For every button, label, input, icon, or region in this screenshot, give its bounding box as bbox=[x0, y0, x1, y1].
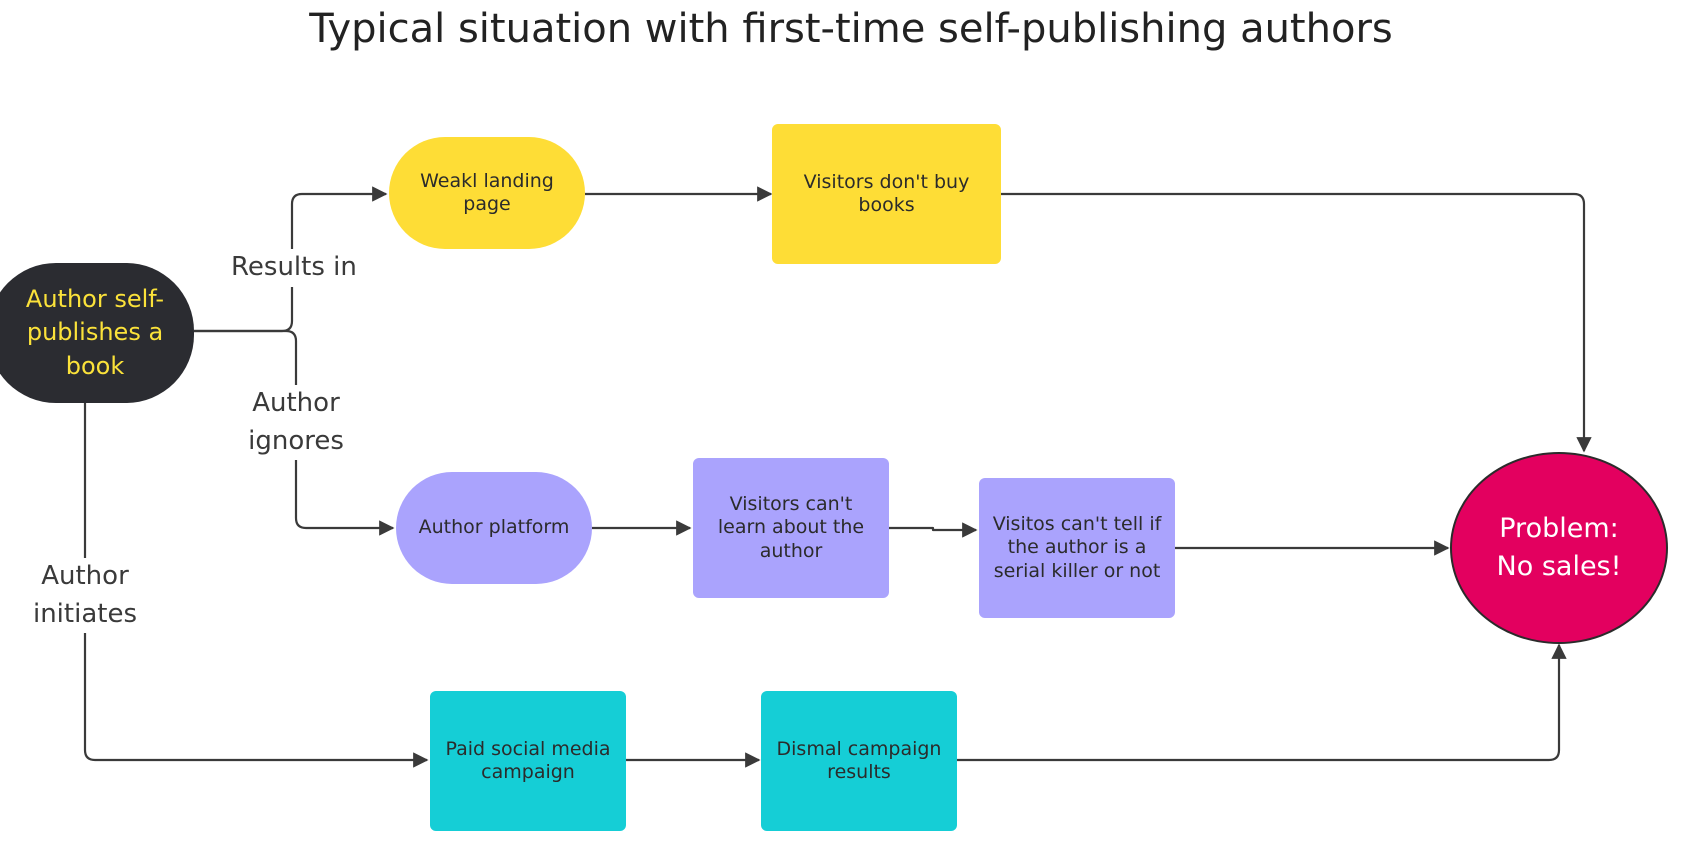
edge-label-results-in: Results in bbox=[228, 249, 360, 287]
edge-label-author-ignores-text: Author ignores bbox=[248, 388, 344, 456]
node-visitors-cant-learn: Visitors can't learn about the author bbox=[693, 458, 889, 598]
node-dismal-results-label: Dismal campaign results bbox=[776, 737, 942, 783]
start-node-author-self-publishes: Author self-publishes a book bbox=[0, 263, 194, 403]
node-paid-social-media-campaign: Paid social media campaign bbox=[430, 691, 626, 831]
node-visitors-cant-learn-label: Visitors can't learn about the author bbox=[717, 493, 865, 562]
node-weak-landing-page-label: Weakl landing page bbox=[420, 169, 554, 215]
edge-label-author-initiates-text: Author initiates bbox=[32, 561, 137, 629]
diagram-title: Typical situation with first-time self-p… bbox=[309, 6, 1393, 52]
edge-dont-buy-to-problem bbox=[1001, 192, 1592, 453]
node-author-platform: Author platform bbox=[396, 472, 592, 584]
node-visitors-dont-buy-label: Visitors don't buy books bbox=[803, 170, 970, 216]
edge-label-author-ignores: Author ignores bbox=[244, 385, 348, 461]
node-weak-landing-page: Weakl landing page bbox=[389, 137, 585, 249]
edge-dismal-to-problem bbox=[957, 643, 1567, 762]
node-visitors-cant-tell: Visitos can't tell if the author is a se… bbox=[979, 478, 1175, 618]
edge-start-to-paid-social bbox=[83, 402, 429, 768]
node-paid-social-label: Paid social media campaign bbox=[445, 737, 611, 783]
node-visitors-cant-tell-label: Visitos can't tell if the author is a se… bbox=[992, 513, 1162, 582]
node-author-platform-label: Author platform bbox=[418, 516, 570, 539]
edge-label-author-initiates: Author initiates bbox=[30, 558, 140, 634]
node-problem-label: Problem: No sales! bbox=[1496, 513, 1622, 582]
node-problem-no-sales: Problem: No sales! bbox=[1450, 452, 1668, 644]
node-dismal-campaign-results: Dismal campaign results bbox=[761, 691, 957, 831]
start-node-label: Author self-publishes a book bbox=[25, 285, 165, 380]
edge-cant-learn-to-cant-tell bbox=[889, 522, 978, 538]
node-visitors-dont-buy: Visitors don't buy books bbox=[772, 124, 1001, 264]
